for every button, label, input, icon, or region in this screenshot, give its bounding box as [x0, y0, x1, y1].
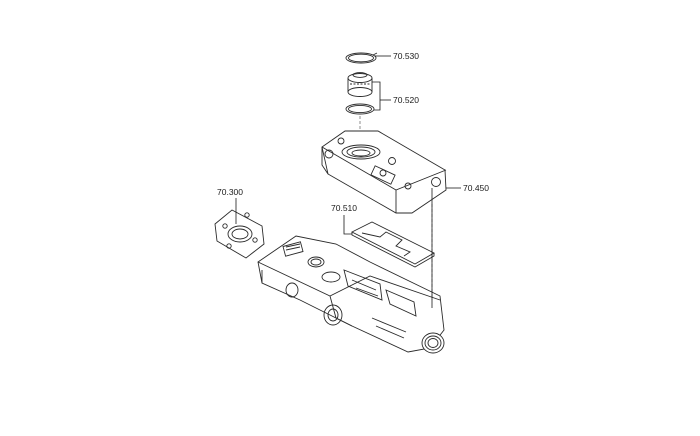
callout-label-flat-gasket: 70.510	[331, 203, 357, 213]
callout-flat-gasket: 70.510	[331, 203, 357, 235]
callout-label-plug-and-oring: 70.520	[393, 95, 419, 105]
snap-ring-part	[345, 52, 378, 64]
cover-plate-part	[214, 209, 265, 259]
main-housing-part	[257, 235, 445, 354]
callout-cover-plate: 70.300	[217, 187, 243, 224]
callout-plug-and-oring: 70.520	[372, 81, 419, 111]
callout-label-housing-cover: 70.450	[463, 183, 489, 193]
callout-housing-cover: 70.450	[431, 183, 489, 308]
callout-label-snap-ring: 70.530	[393, 51, 419, 61]
housing-cover-part	[321, 130, 447, 214]
callout-snap-ring: 70.530	[375, 51, 419, 61]
o-ring-part	[345, 103, 375, 115]
callout-label-cover-plate: 70.300	[217, 187, 243, 197]
plug-part	[347, 72, 373, 97]
